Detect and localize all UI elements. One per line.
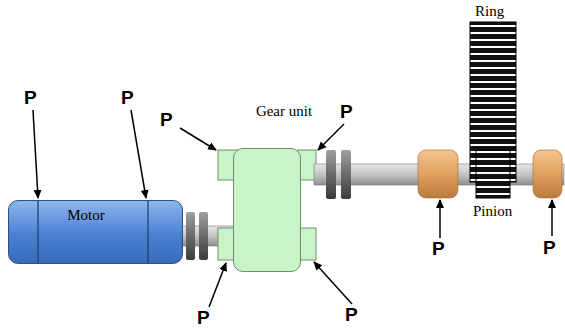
coupling-half (341, 150, 351, 199)
load-arrow (180, 128, 216, 150)
load-arrow (131, 110, 146, 198)
gear-unit-label: Gear unit (256, 103, 312, 120)
load-symbol: P (160, 110, 173, 131)
load-arrow (209, 263, 226, 307)
part-name: Ring (474, 3, 505, 20)
motor-label: Motor (67, 207, 105, 224)
load-arrow (551, 200, 553, 236)
motor-body: Motor (8, 200, 183, 264)
pinion-gear (476, 150, 510, 198)
bearing (533, 150, 562, 198)
load-symbol: P (340, 102, 353, 123)
coupling-half (186, 212, 195, 260)
load-symbol: P (543, 238, 556, 259)
bearing (418, 150, 458, 198)
load-arrow (318, 124, 344, 150)
motor-band-line (37, 201, 38, 263)
load-arrow (439, 200, 441, 238)
part-name: Pinion (472, 203, 513, 220)
load-symbol: P (345, 305, 358, 326)
motor-band-line (147, 201, 148, 263)
load-arrow (33, 110, 38, 198)
coupling-half (199, 212, 208, 260)
load-symbol: P (432, 239, 445, 260)
load-arrow (314, 262, 352, 304)
load-symbol: P (121, 88, 134, 109)
load-symbol: P (197, 308, 210, 329)
gear-unit-box: Gear unit (233, 148, 301, 272)
load-symbol: P (24, 88, 37, 109)
coupling-half (326, 150, 336, 199)
